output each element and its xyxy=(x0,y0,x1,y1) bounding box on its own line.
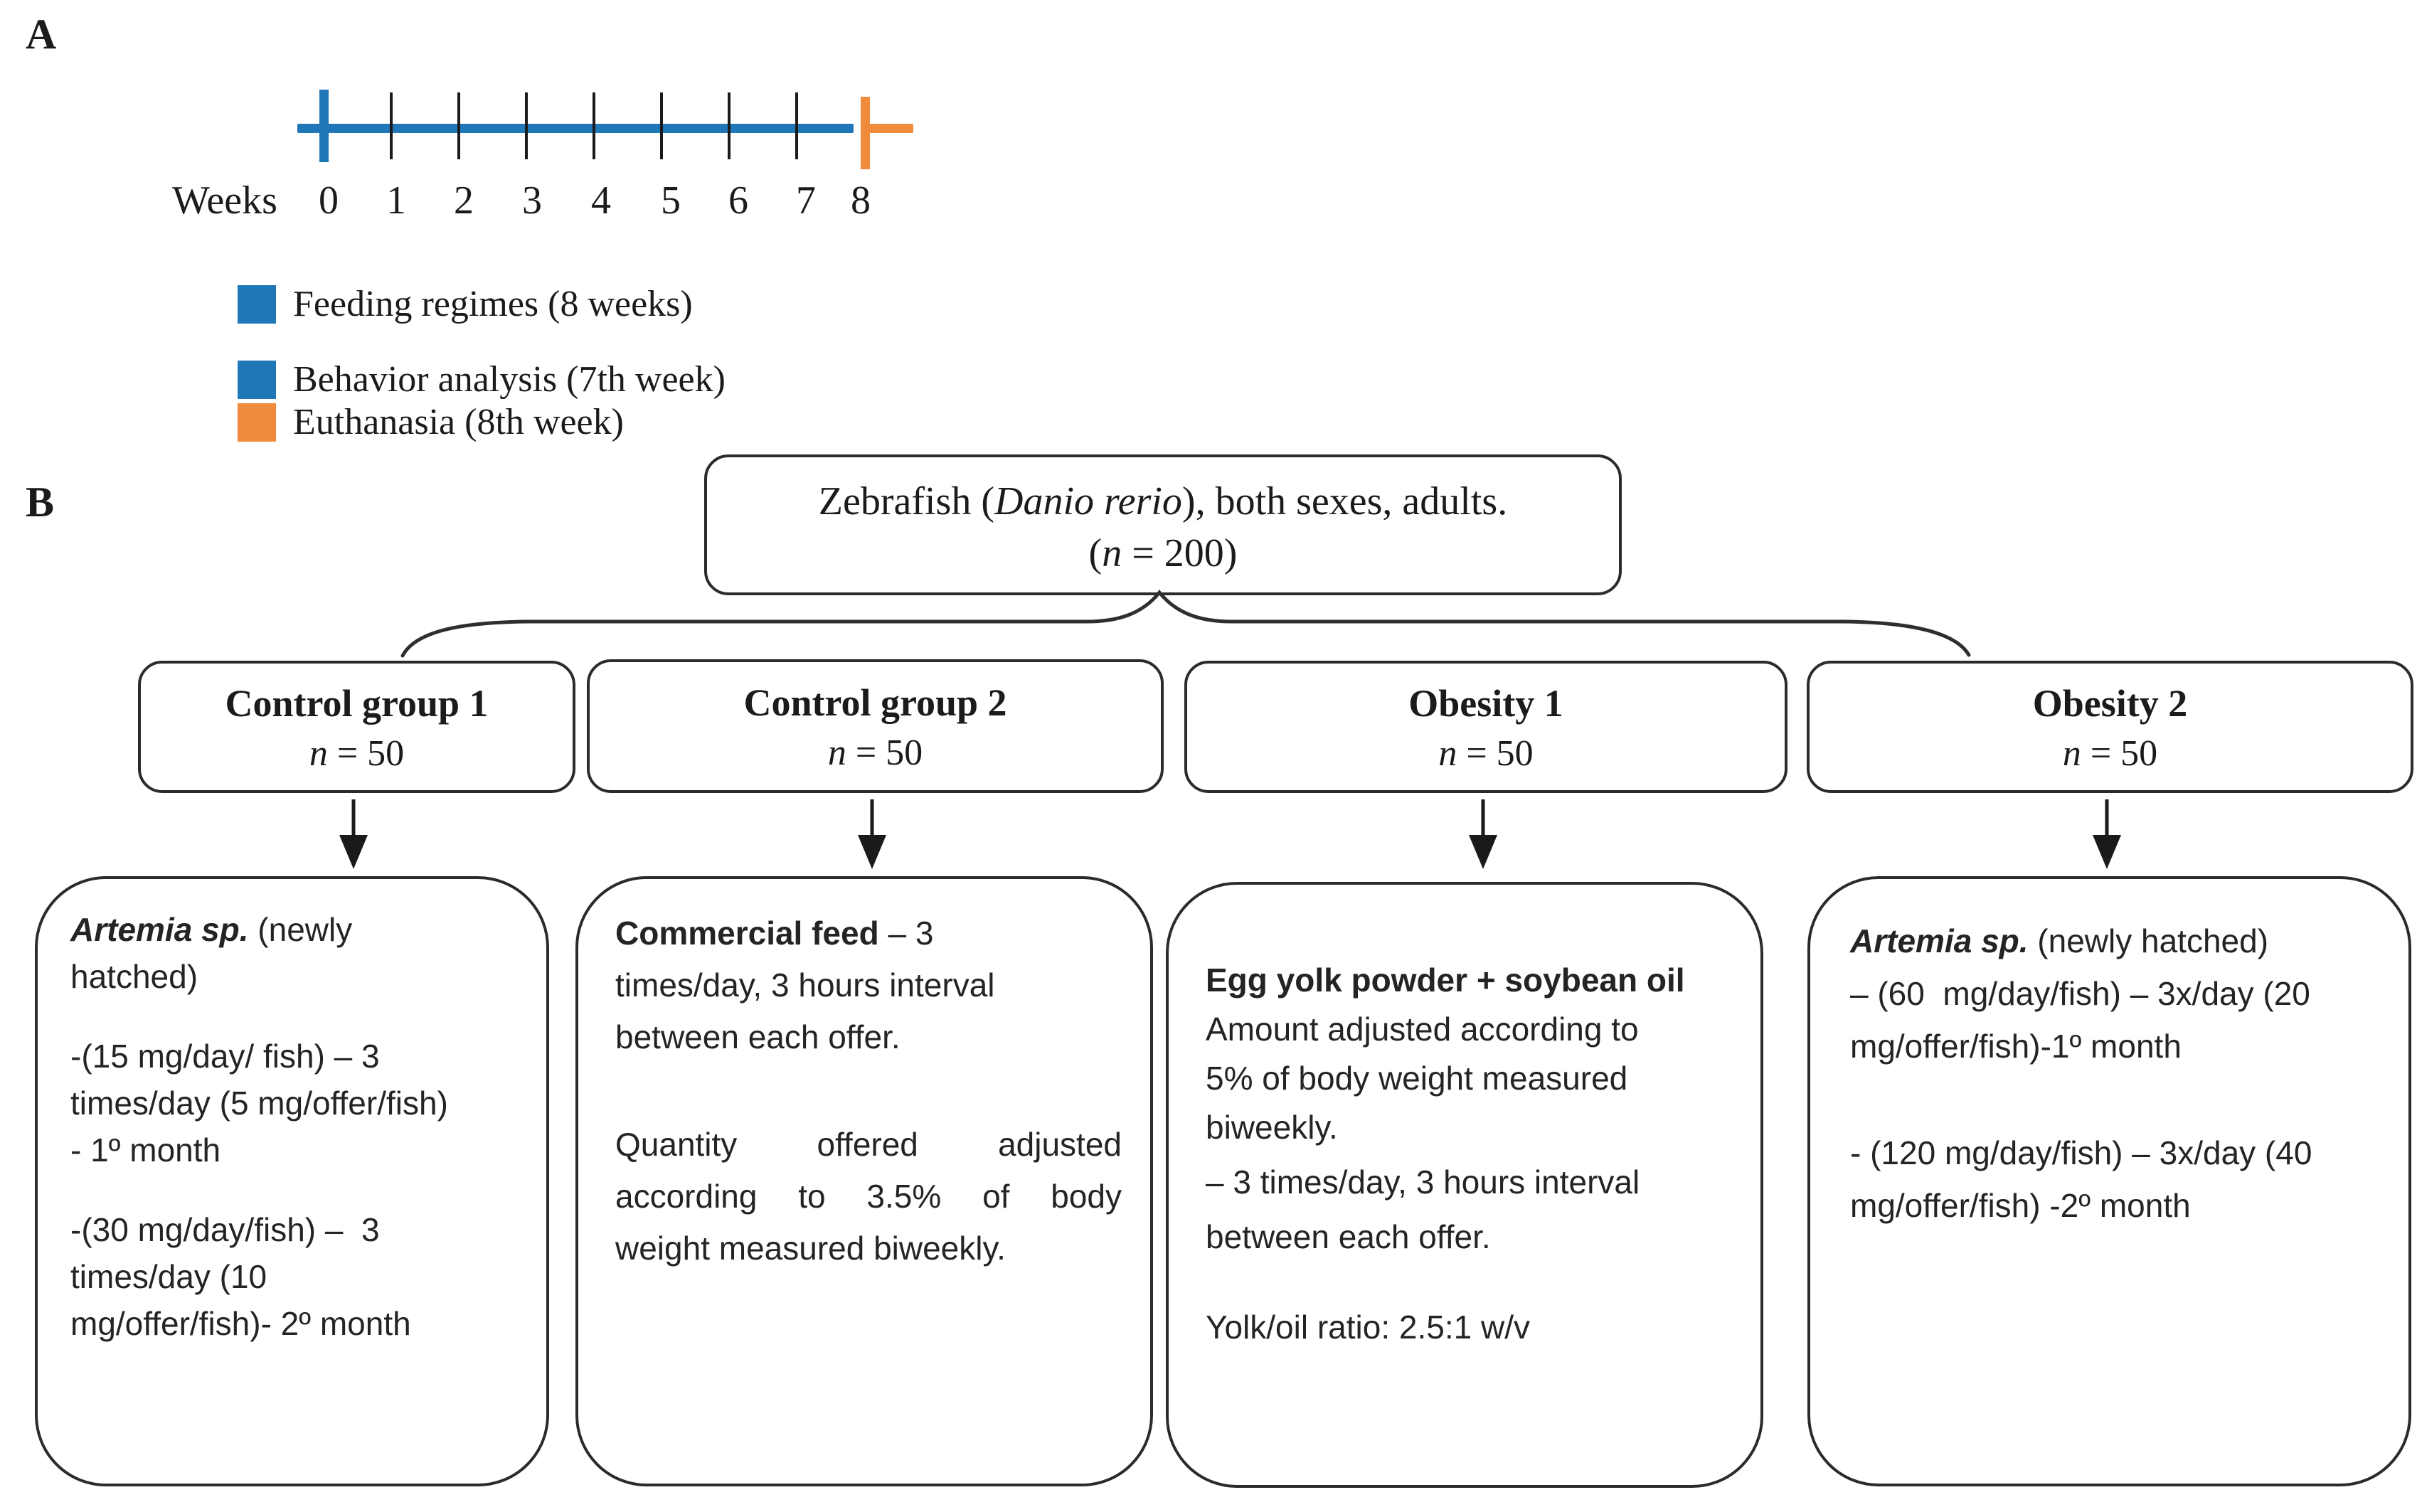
detail-line: – (60 mg/day/fish) – 3x/day (20 xyxy=(1850,975,2310,1012)
timeline: Weeks 0 1 2 3 4 5 6 7 8 xyxy=(0,0,996,242)
detail-line: Egg yolk powder + soybean oil xyxy=(1206,962,1685,999)
timeline-orange-bar xyxy=(865,124,913,133)
week-label-6: 6 xyxy=(728,179,748,223)
detail-line: biweekly. xyxy=(1206,1109,1338,1146)
detail-line: -(30 mg/day/fish) – 3 xyxy=(70,1211,380,1248)
detail-line: - (120 mg/day/fish) – 3x/day (40 xyxy=(1850,1134,2312,1171)
group-box-obesity-1: Obesity 1 n = 50 xyxy=(1184,661,1787,793)
detail-box-control-2-diet: Commercial feed – 3 times/day, 3 hours i… xyxy=(575,876,1153,1486)
down-arrow xyxy=(1469,799,1497,869)
orange-square-icon xyxy=(238,403,276,442)
legend-label: Euthanasia (8th week) xyxy=(293,402,624,442)
detail-line: Quantity offered adjusted xyxy=(615,1126,1122,1163)
group-title: Obesity 2 xyxy=(2032,682,2188,725)
group-n: n = 50 xyxy=(2062,733,2158,774)
detail-line: Artemia sp. (newly xyxy=(70,911,353,948)
detail-line: weight measured biweekly. xyxy=(615,1230,1006,1267)
week-label-0: 0 xyxy=(319,179,339,223)
week-label-5: 5 xyxy=(661,179,681,223)
legend-label: Behavior analysis (7th week) xyxy=(293,359,726,400)
legend-item-behavior-analysis: Behavior analysis (7th week) xyxy=(238,360,726,400)
down-arrow xyxy=(2093,799,2121,869)
detail-box-control-1-diet: Artemia sp. (newly hatched) -(15 mg/day/… xyxy=(35,876,549,1486)
detail-line: – 3 times/day, 3 hours interval xyxy=(1206,1164,1640,1200)
timeline-blue-bar xyxy=(297,124,854,133)
group-title: Obesity 1 xyxy=(1408,682,1563,725)
detail-box-obesity-2-diet: Artemia sp. (newly hatched) – (60 mg/day… xyxy=(1807,876,2411,1486)
week-label-7: 7 xyxy=(796,179,816,223)
detail-line: Commercial feed – 3 xyxy=(615,915,934,952)
root-box-line2: (n = 200) xyxy=(1088,531,1238,575)
group-n: n = 50 xyxy=(309,733,405,774)
blue-square-icon xyxy=(238,285,276,324)
week-tick-5 xyxy=(660,92,663,159)
detail-box-obesity-1-diet: Egg yolk powder + soybean oil Amount adj… xyxy=(1166,882,1763,1488)
detail-line: mg/offer/fish)-1º month xyxy=(1850,1028,2182,1065)
detail-line: according to 3.5% of body xyxy=(615,1178,1122,1215)
week-label-8: 8 xyxy=(851,179,871,223)
week-tick-2 xyxy=(457,92,460,159)
detail-line: times/day, 3 hours interval xyxy=(615,967,995,1003)
detail-line: mg/offer/fish)- 2º month xyxy=(70,1305,411,1342)
timeline-axis-label: Weeks xyxy=(172,179,277,223)
detail-line: between each offer. xyxy=(1206,1218,1491,1255)
detail-line: times/day (5 mg/offer/fish) xyxy=(70,1085,448,1122)
group-title: Control group 1 xyxy=(225,682,489,725)
detail-line: mg/offer/fish) -2º month xyxy=(1850,1187,2191,1224)
week-tick-7 xyxy=(795,92,798,159)
down-arrow xyxy=(858,799,886,869)
legend-label: Feeding regimes (8 weeks) xyxy=(293,284,693,324)
root-population-box: Zebrafish (Danio rerio), both sexes, adu… xyxy=(704,454,1622,595)
timeline-end-tick xyxy=(861,97,870,169)
timeline-start-tick xyxy=(319,90,329,162)
panel-b-label: B xyxy=(26,479,55,526)
week-label-1: 1 xyxy=(386,179,406,223)
detail-line: 5% of body weight measured xyxy=(1206,1060,1628,1097)
group-box-control-2: Control group 2 n = 50 xyxy=(587,659,1164,793)
panel-a-label: A xyxy=(26,11,57,58)
down-arrow xyxy=(339,799,368,869)
week-tick-6 xyxy=(728,92,731,159)
week-tick-1 xyxy=(390,92,393,159)
root-box-line1: Zebrafish (Danio rerio), both sexes, adu… xyxy=(818,479,1508,523)
split-brace-connector xyxy=(400,590,1971,658)
group-n: n = 50 xyxy=(827,733,923,773)
detail-line: Artemia sp. (newly hatched) xyxy=(1850,922,2269,959)
week-label-4: 4 xyxy=(591,179,611,223)
detail-line: Yolk/oil ratio: 2.5:1 w/v xyxy=(1206,1309,1530,1346)
species-name-italic: Danio rerio xyxy=(994,479,1182,523)
group-box-obesity-2: Obesity 2 n = 50 xyxy=(1807,661,2413,793)
detail-line: hatched) xyxy=(70,958,198,995)
detail-line: Amount adjusted according to xyxy=(1206,1011,1639,1048)
week-label-3: 3 xyxy=(522,179,542,223)
group-n: n = 50 xyxy=(1438,733,1534,774)
detail-line: between each offer. xyxy=(615,1018,901,1055)
week-label-2: 2 xyxy=(454,179,474,223)
week-tick-3 xyxy=(525,92,528,159)
blue-square-icon xyxy=(238,361,276,399)
legend-item-euthanasia: Euthanasia (8th week) xyxy=(238,403,624,442)
group-title: Control group 2 xyxy=(743,681,1007,724)
week-tick-4 xyxy=(593,92,595,159)
detail-line: times/day (10 xyxy=(70,1258,267,1295)
detail-line: - 1º month xyxy=(70,1132,221,1168)
detail-line: -(15 mg/day/ fish) – 3 xyxy=(70,1038,380,1075)
group-box-control-1: Control group 1 n = 50 xyxy=(138,661,575,793)
legend-item-feeding-regimes: Feeding regimes (8 weeks) xyxy=(238,284,693,324)
